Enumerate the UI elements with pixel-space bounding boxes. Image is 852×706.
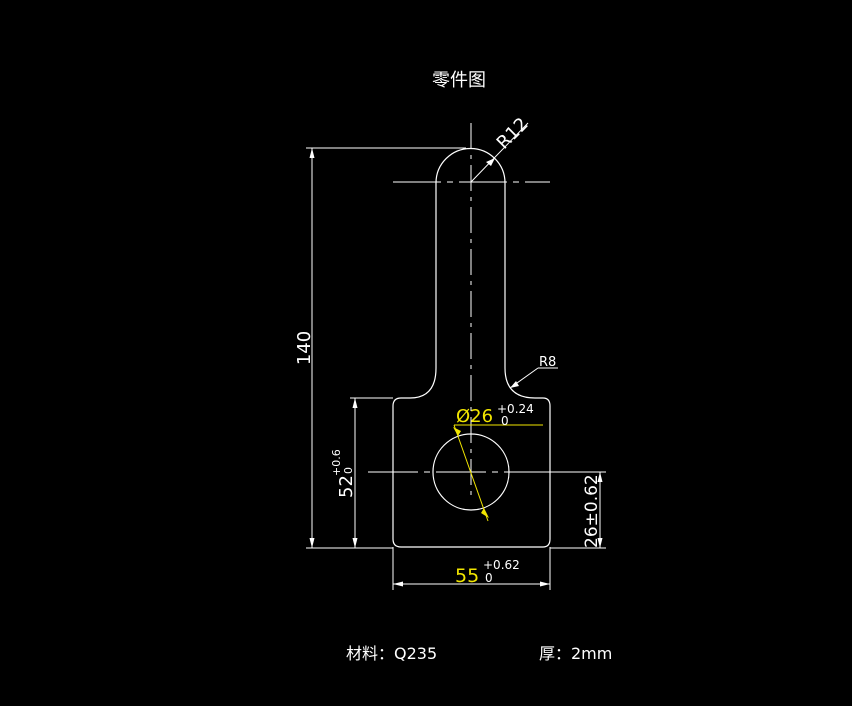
dim-26-label: 26±0.62 [582, 474, 602, 548]
material-note: 材料：Q235 [346, 644, 437, 663]
dim-140-arrow-top [309, 148, 315, 158]
dim-dia-line [453, 424, 489, 522]
dim-52-arrow-top [352, 398, 358, 408]
dim-140-arrow-bottom [309, 538, 315, 548]
dim-52-upper-tol: +0.6 [330, 449, 343, 476]
dim-140-label: 140 [294, 331, 315, 365]
dim-52-lower-tol: 0 [342, 467, 355, 474]
thickness-note: 厚：2mm [539, 644, 612, 663]
dim-55-value: 55 [455, 565, 479, 587]
dim-55-upper-tol: +0.62 [483, 558, 520, 572]
r8-arrowhead [510, 381, 519, 388]
dim-26-arrow-bottom [597, 538, 603, 548]
dim-52-label-group: 52 +0.6 0 [330, 449, 357, 498]
dim-26-arrow-top [597, 472, 603, 482]
dim-55-lower-tol: 0 [485, 571, 493, 585]
dim-dia-arrow-top [453, 427, 461, 436]
r12-arrowhead [486, 158, 495, 166]
dim-dia-upper-tol: +0.24 [497, 402, 534, 416]
r8-label: R8 [539, 355, 556, 370]
r12-leader-line [470, 122, 529, 183]
dim-52-arrow-bottom [352, 538, 358, 548]
part-outline [392, 147, 551, 548]
dim-52-value: 52 [336, 475, 357, 498]
dim-55-arrow-right [540, 581, 550, 587]
r12-label: R12 [493, 114, 533, 154]
dim-dia-value: Ø26 [456, 406, 493, 427]
dim-55-arrow-left [393, 581, 403, 587]
hole-circle [432, 433, 510, 511]
drawing-title: 零件图 [432, 70, 486, 91]
dim-dia-lower-tol: 0 [501, 414, 509, 428]
dim-dia-arrow-bottom [481, 508, 489, 518]
